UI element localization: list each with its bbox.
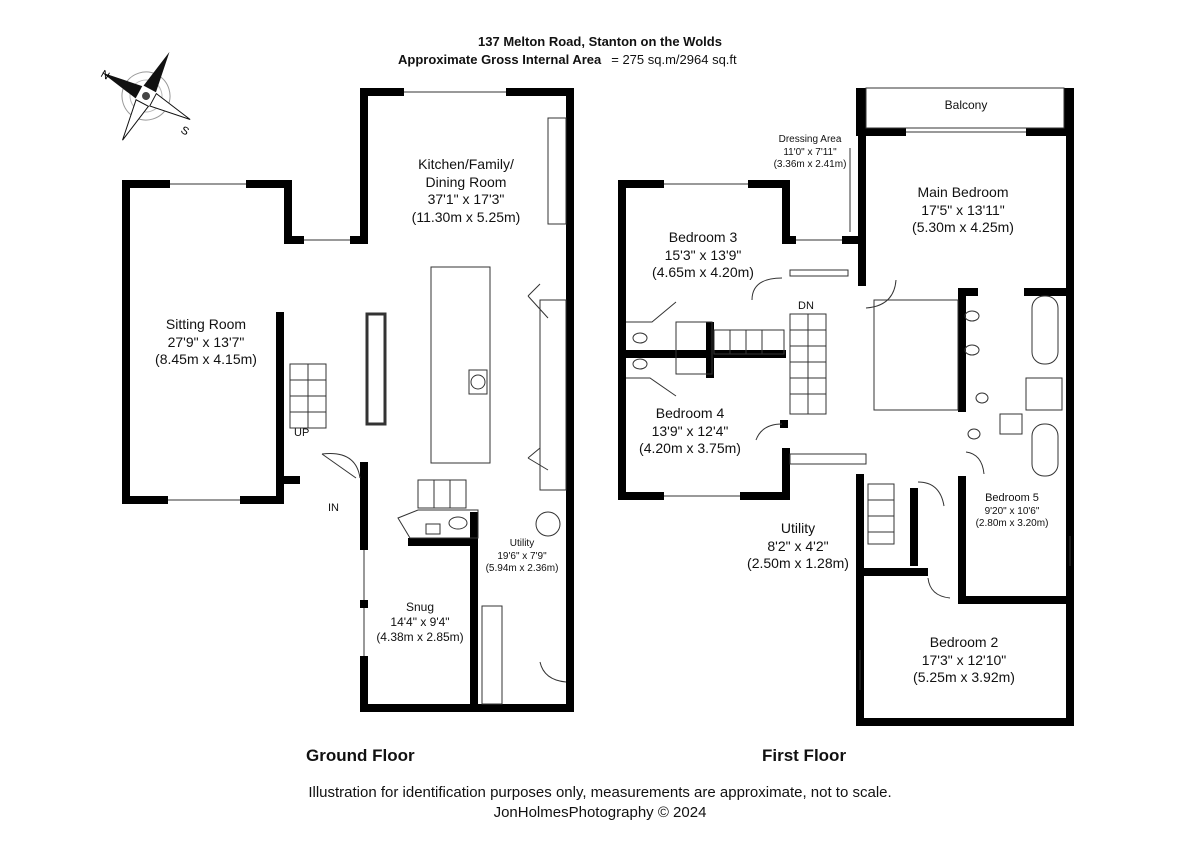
bedroom-4-dim-metric: (4.20m x 3.75m) bbox=[639, 440, 741, 456]
gross-area-value: = 275 sq.m/2964 sq.ft bbox=[611, 52, 737, 67]
sitting-room-dim-metric: (8.45m x 4.15m) bbox=[155, 351, 257, 367]
first-utility-dim-metric: (2.50m x 1.28m) bbox=[747, 555, 849, 571]
compass-s-label: S bbox=[179, 124, 191, 138]
credit-text: JonHolmesPhotography © 2024 bbox=[493, 804, 707, 821]
bedroom-5-name: Bedroom 5 bbox=[985, 492, 1039, 504]
main-bedroom-label: Main Bedroom 17'5" x 13'11" (5.30m x 4.2… bbox=[912, 184, 1014, 237]
stairs-up-label: UP bbox=[294, 427, 310, 439]
main-bedroom-dim-imperial: 17'5" x 13'11" bbox=[921, 201, 1005, 218]
compass-n-label: N bbox=[99, 68, 112, 82]
balcony-label: Balcony bbox=[944, 98, 988, 112]
bedroom-3-label: Bedroom 3 15'3" x 13'9" (4.65m x 4.20m) bbox=[652, 229, 754, 282]
bedroom-4-label: Bedroom 4 13'9" x 12'4" (4.20m x 3.75m) bbox=[639, 405, 741, 458]
bedroom-2-label: Bedroom 2 17'3" x 12'10" (5.25m x 3.92m) bbox=[913, 634, 1015, 687]
first-utility-name: Utility bbox=[780, 520, 816, 536]
snug-name: Snug bbox=[405, 600, 435, 614]
first-utility-label: Utility 8'2" x 4'2" (2.50m x 1.28m) bbox=[747, 520, 849, 573]
sitting-room-name: Sitting Room bbox=[165, 316, 247, 332]
disclaimer-text: Illustration for identification purposes… bbox=[308, 784, 892, 801]
walls bbox=[122, 88, 1074, 726]
address-title: 137 Melton Road, Stanton on the Wolds bbox=[478, 34, 722, 49]
bedroom-3-name: Bedroom 3 bbox=[668, 229, 738, 245]
bedroom-2-name: Bedroom 2 bbox=[929, 634, 999, 650]
bedroom-5-dim-metric: (2.80m x 3.20m) bbox=[975, 518, 1049, 530]
bedroom-5-label: Bedroom 5 9'20" x 10'6" (2.80m x 3.20m) bbox=[976, 492, 1049, 531]
snug-dim-metric: (4.38m x 2.85m) bbox=[376, 630, 464, 644]
snug-label: Snug 14'4" x 9'4" (4.38m x 2.85m) bbox=[376, 600, 463, 645]
bedroom-4-name: Bedroom 4 bbox=[655, 405, 725, 421]
bedroom-3-dim-metric: (4.65m x 4.20m) bbox=[652, 264, 754, 280]
compass-rose bbox=[101, 51, 191, 141]
fixtures bbox=[168, 87, 1071, 705]
kitchen-label: Kitchen/Family/ Dining Room 37'1" x 17'3… bbox=[412, 156, 521, 226]
stairs-down-label: DN bbox=[798, 300, 814, 312]
ground-floor-title: Ground Floor bbox=[306, 746, 415, 765]
dressing-area-dim-metric: (3.36m x 2.41m) bbox=[773, 159, 847, 170]
dressing-area-name: Dressing Area bbox=[778, 134, 842, 145]
sitting-room-dim-imperial: 27'9" x 13'7" bbox=[167, 333, 245, 350]
kitchen-name-line2: Dining Room bbox=[425, 173, 507, 190]
kitchen-name-line1: Kitchen/Family/ bbox=[418, 156, 514, 172]
gross-area-label: Approximate Gross Internal Area bbox=[398, 52, 602, 67]
bedroom-4-dim-imperial: 13'9" x 12'4" bbox=[651, 422, 729, 439]
entrance-in-label: IN bbox=[328, 502, 339, 514]
dressing-area-label: Dressing Area 11'0" x 7'11" (3.36m x 2.4… bbox=[774, 134, 847, 172]
ground-utility-label: Utility 19'6" x 7'9" (5.94m x 2.36m) bbox=[486, 538, 559, 576]
snug-dim-imperial: 14'4" x 9'4" bbox=[390, 615, 450, 629]
bedroom-2-dim-metric: (5.25m x 3.92m) bbox=[913, 669, 1015, 685]
bedroom-5-dim-imperial: 9'20" x 10'6" bbox=[984, 505, 1040, 517]
bedroom-3-dim-imperial: 15'3" x 13'9" bbox=[664, 246, 742, 263]
bedroom-2-dim-imperial: 17'3" x 12'10" bbox=[921, 651, 1007, 668]
sitting-room-label: Sitting Room 27'9" x 13'7" (8.45m x 4.15… bbox=[155, 316, 257, 369]
main-bedroom-name: Main Bedroom bbox=[917, 184, 1009, 200]
main-bedroom-dim-metric: (5.30m x 4.25m) bbox=[912, 219, 1014, 235]
ground-utility-dim-imperial: 19'6" x 7'9" bbox=[497, 550, 547, 562]
first-utility-dim-imperial: 8'2" x 4'2" bbox=[767, 537, 829, 554]
first-floor-title: First Floor bbox=[762, 746, 847, 765]
dressing-area-dim-imperial: 11'0" x 7'11" bbox=[783, 146, 837, 158]
ground-utility-dim-metric: (5.94m x 2.36m) bbox=[485, 563, 559, 574]
kitchen-dim-metric: (11.30m x 5.25m) bbox=[411, 208, 521, 225]
kitchen-dim-imperial: 37'1" x 17'3" bbox=[427, 191, 505, 207]
ground-utility-name: Utility bbox=[509, 538, 535, 549]
gross-area: Approximate Gross Internal Area = 275 sq.… bbox=[398, 52, 737, 67]
